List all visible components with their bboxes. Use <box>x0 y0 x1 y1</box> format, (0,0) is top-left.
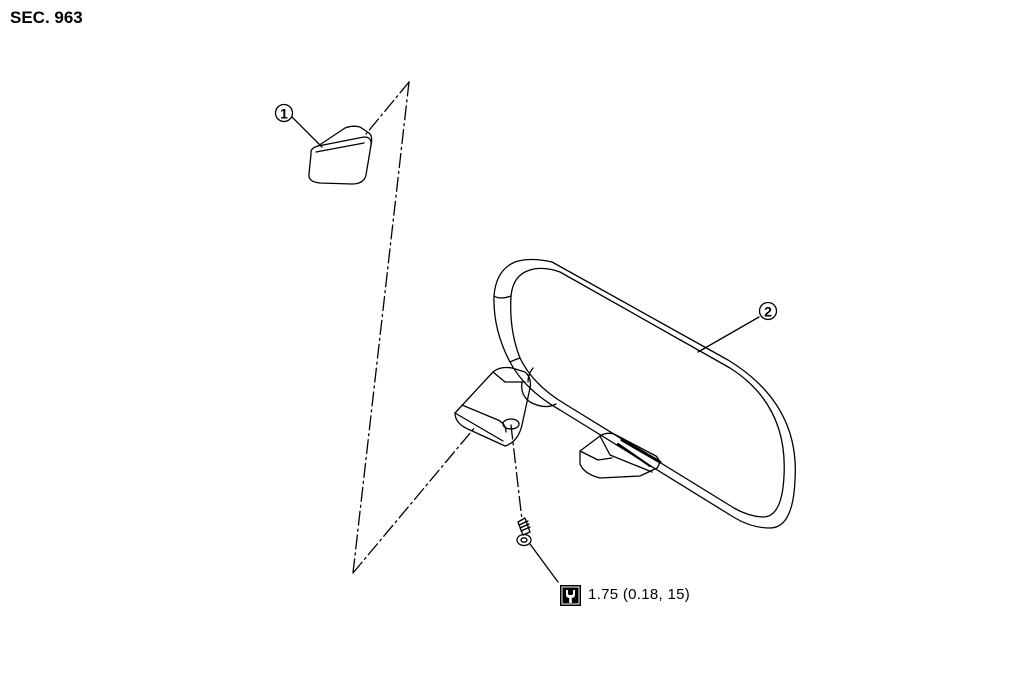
torque-wrench-icon <box>560 585 581 606</box>
leader-line-part-2 <box>697 316 760 353</box>
reference-line-bottom <box>352 425 477 574</box>
mounting-screw <box>516 517 532 547</box>
reference-line-left <box>352 81 410 574</box>
callout-circle-part-2 <box>758 301 778 321</box>
reference-lines <box>352 81 523 574</box>
leader-line-part-1 <box>291 116 323 148</box>
callout-number-part-2: 2 <box>764 304 772 320</box>
rear-view-mirror-part <box>454 258 796 529</box>
reference-line-top <box>365 81 410 135</box>
screw-axis-line <box>510 424 523 521</box>
callout-number-part-1: 1 <box>280 106 288 122</box>
section-label: SEC. 963 <box>10 8 83 27</box>
leader-line-torque <box>529 543 559 583</box>
callout-circle-part-1 <box>274 103 294 123</box>
mirror-cover-part <box>308 125 373 185</box>
torque-spec-text: 1.75 (0.18, 15) <box>588 586 691 603</box>
